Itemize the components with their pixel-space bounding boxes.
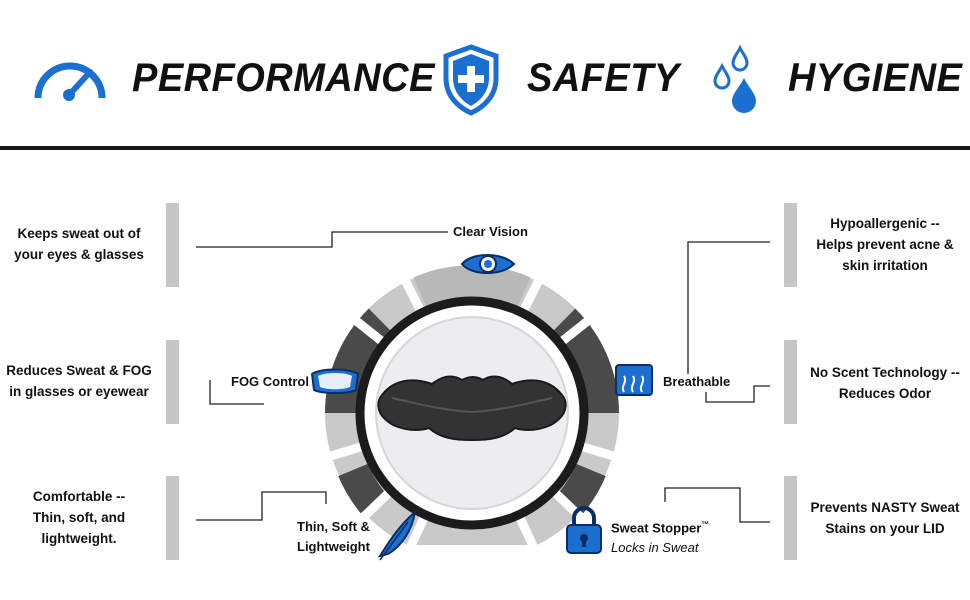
text-line: Keeps sweat out of — [17, 226, 141, 241]
droplets-icon — [713, 44, 756, 113]
feature-label-sweat-stopper: Sweat Stopper™ Locks in Sweat — [611, 515, 709, 558]
left-panel-text-1: Keeps sweat out of your eyes & glasses — [0, 223, 158, 265]
header-label-safety: SAFETY — [527, 56, 680, 100]
sweat-stopper-subtitle: Locks in Sweat — [611, 540, 699, 556]
shield-plus-icon — [443, 44, 499, 116]
text-line: Reduces Odor — [838, 386, 932, 401]
right-panel-bar-1 — [784, 203, 797, 287]
text-line: Helps prevent acne & — [816, 237, 954, 252]
text-line: Lightweight — [297, 539, 370, 554]
text-line: Thin, Soft & — [297, 519, 370, 534]
breathable-icon — [615, 364, 653, 396]
left-panel-text-3: Comfortable -- Thin, soft, and lightweig… — [0, 486, 158, 549]
speedometer-icon — [34, 62, 106, 101]
feature-label-clear-vision: Clear Vision — [453, 224, 528, 239]
sweatband-product-image — [377, 375, 567, 442]
feature-label-breathable: Breathable — [663, 374, 731, 389]
left-panel-bar-3 — [166, 476, 179, 560]
right-panel-bar-2 — [784, 340, 797, 424]
left-panel-bar-1 — [166, 203, 179, 287]
right-panel-bar-3 — [784, 476, 797, 560]
left-panel-text-2: Reduces Sweat & FOG in glasses or eyewea… — [0, 360, 158, 402]
right-panel-text-3: Prevents NASTY Sweat Stains on your LID — [800, 497, 970, 539]
lock-icon — [566, 506, 602, 554]
goggles-icon — [310, 368, 360, 394]
feature-label-thin-soft: Thin, Soft & Lightweight — [297, 517, 370, 557]
text-line: skin irritation — [842, 258, 928, 273]
left-panel-bar-2 — [166, 340, 179, 424]
text-line: Stains on your LID — [825, 521, 945, 536]
text-line: in glasses or eyewear — [9, 384, 149, 399]
text-line: your eyes & glasses — [14, 247, 144, 262]
feather-icon — [377, 509, 417, 561]
text-line: Sweat Stopper™ — [611, 515, 709, 538]
text-line: lightweight. — [41, 531, 117, 546]
eye-icon — [460, 254, 516, 274]
text-line: Reduces Sweat & FOG — [6, 363, 152, 378]
right-panel-text-2: No Scent Technology -- Reduces Odor — [800, 362, 970, 404]
text-line: No Scent Technology -- — [810, 365, 960, 380]
text-line: Prevents NASTY Sweat — [810, 500, 960, 515]
header-divider — [0, 146, 970, 150]
header-label-hygiene: HYGIENE — [788, 56, 963, 100]
feature-label-fog-control: FOG Control — [231, 374, 309, 389]
text-line: Comfortable -- — [32, 489, 126, 504]
text-line: Hypoallergenic -- — [830, 216, 940, 231]
connector-lines — [196, 231, 770, 523]
sweat-stopper-title: Sweat Stopper — [611, 520, 702, 536]
right-panel-text-1: Hypoallergenic -- Helps prevent acne & s… — [800, 213, 970, 276]
header-label-performance: PERFORMANCE — [132, 56, 435, 100]
text-line: Thin, soft, and — [32, 510, 126, 525]
trademark-mark: ™ — [701, 520, 710, 529]
